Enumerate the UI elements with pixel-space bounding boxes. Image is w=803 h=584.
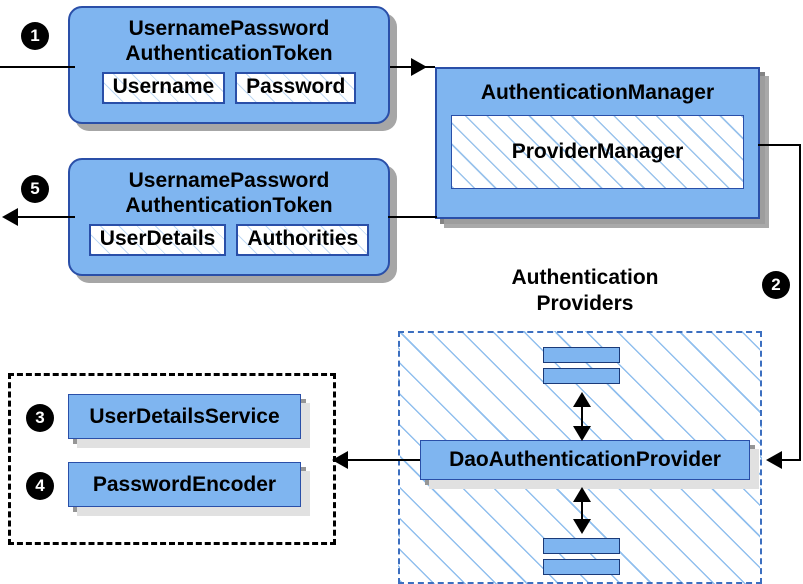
provider-bar-top-2 [543, 368, 620, 384]
box-provider-manager[interactable]: ProviderManager [451, 115, 744, 189]
response-token-slot-authorities: Authorities [236, 224, 370, 256]
connector-provider-link-top [581, 396, 583, 432]
step-badge-2: 2 [763, 272, 789, 298]
box-password-encoder[interactable]: PasswordEncoder [68, 462, 301, 507]
arrow-provider-link-top-up-icon [573, 392, 591, 407]
step-badge-3: 3 [27, 405, 53, 431]
connector-provider-link-bottom [581, 491, 583, 525]
request-token-slot-row: Username Password [70, 72, 388, 104]
card-response-authentication-token[interactable]: UsernamePassword AuthenticationToken Use… [68, 158, 390, 276]
step-badge-5: 5 [22, 176, 48, 202]
connector-response-outbound [18, 216, 75, 218]
arrow-response-outbound-icon [2, 208, 18, 226]
arrow-token-to-manager-icon [411, 58, 427, 76]
response-token-title: UsernamePassword AuthenticationToken [125, 169, 333, 217]
request-token-title: UsernamePassword AuthenticationToken [125, 17, 333, 65]
connector-into-provider [782, 459, 801, 461]
provider-bar-top-1 [543, 347, 620, 363]
connector-manager-down-right [799, 144, 801, 459]
authentication-providers-caption: Authentication Providers [511, 266, 659, 315]
box-dao-authentication-provider[interactable]: DaoAuthenticationProvider [420, 440, 750, 480]
connector-inbound-request [0, 66, 75, 68]
authentication-manager-title: AuthenticationManager [480, 81, 715, 104]
card-request-authentication-token[interactable]: UsernamePassword AuthenticationToken Use… [68, 6, 390, 124]
response-token-slot-row: UserDetails Authorities [70, 224, 388, 256]
connector-provider-to-services [348, 459, 420, 461]
connector-manager-to-response-token [388, 216, 437, 218]
provider-bar-bottom-2 [543, 559, 620, 575]
arrow-provider-link-bottom-up-icon [573, 487, 591, 502]
box-authentication-manager[interactable]: AuthenticationManager ProviderManager [435, 67, 760, 219]
arrow-provider-to-services-icon [332, 451, 348, 469]
request-token-slot-password: Password [235, 72, 357, 104]
arrow-provider-link-top-down-icon [573, 426, 591, 441]
provider-bar-bottom-1 [543, 538, 620, 554]
box-user-details-service[interactable]: UserDetailsService [68, 394, 301, 439]
request-token-slot-username: Username [101, 72, 226, 104]
arrow-provider-link-bottom-down-icon [573, 519, 591, 534]
step-badge-1: 1 [22, 23, 48, 49]
connector-manager-exit-right [758, 144, 801, 146]
step-badge-4: 4 [27, 473, 53, 499]
arrow-into-provider-icon [766, 451, 782, 469]
response-token-slot-userdetails: UserDetails [88, 224, 227, 256]
